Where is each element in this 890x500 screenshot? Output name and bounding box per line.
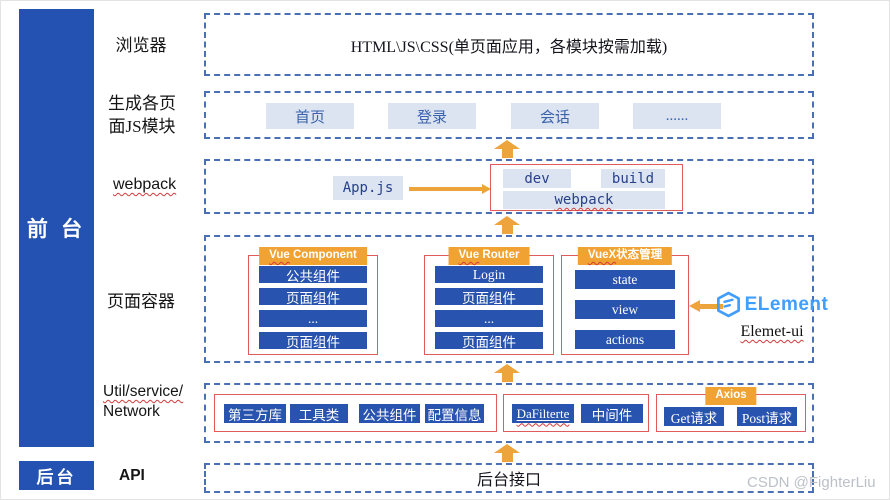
vuex-group: VueX状态管理 state view actions — [561, 247, 689, 355]
component-chip: 公共组件 — [259, 266, 367, 284]
vuex-chip: state — [575, 270, 675, 289]
webpack-chip: webpack — [503, 191, 665, 209]
modules-row-label: 生成各页 面JS模块 — [97, 93, 187, 139]
component-chip: 页面组件 — [259, 288, 367, 306]
vue-component-tab-rest: Component — [289, 249, 357, 261]
element-logo-icon — [716, 291, 740, 318]
vue-component-group: Vue Component 公共组件 页面组件 ... 页面组件 — [248, 247, 378, 355]
webpack-chip-text: webpack — [554, 192, 614, 208]
module-chip-home: 首页 — [266, 103, 354, 129]
vue-component-tab: Vue Component — [259, 247, 367, 265]
router-chip: 页面组件 — [435, 332, 543, 350]
post-request-chip: Post请求 — [737, 407, 797, 426]
watermark: CSDN @FighterLiu — [747, 474, 876, 491]
router-chip: Login — [435, 266, 543, 283]
dafilterte-chip: DaFilterte — [512, 404, 574, 423]
backend-api-row: 后台接口 — [204, 463, 814, 493]
third-party-chip: 第三方库 — [224, 404, 286, 423]
vue-router-tab: Vue Router — [448, 247, 530, 265]
module-chip-session: 会话 — [511, 103, 599, 129]
tools-chip: 工具类 — [290, 404, 348, 423]
util-row-label-line1: Util/service/ — [103, 383, 184, 400]
vue-router-group: Vue Router Login 页面组件 ... 页面组件 — [424, 247, 554, 355]
vuex-tab-rest: 状态管理 — [616, 249, 663, 261]
module-chip-login: 登录 — [388, 103, 476, 129]
container-to-webpack-arrow — [494, 216, 520, 234]
build-chip: build — [601, 169, 665, 188]
dafilterte-chip-text: DaFilterte — [516, 405, 570, 421]
middleware-chip: 中间件 — [581, 404, 643, 423]
page-container-row: Vue Component 公共组件 页面组件 ... 页面组件 Vue Rou… — [204, 235, 828, 363]
vuex-tab-mark: VueX — [587, 249, 617, 261]
vuex-tab: VueX状态管理 — [577, 247, 673, 265]
util-row-label-line2: Network — [103, 403, 160, 421]
api-to-util-arrow — [494, 444, 520, 462]
webpack-row-label: webpack — [113, 176, 177, 193]
js-modules-row: 首页 登录 会话 ...... — [204, 91, 814, 139]
util-row-label: Util/service/ Network — [103, 382, 183, 422]
api-row-label: API — [119, 467, 145, 484]
common-comp-chip: 公共组件 — [359, 404, 420, 423]
vue-router-tab-rest: Router — [479, 249, 520, 261]
config-chip: 配置信息 — [425, 404, 484, 423]
vue-router-tab-mark: Vue — [458, 249, 480, 261]
dev-chip: dev — [503, 169, 571, 188]
filter-group: DaFilterte 中间件 — [503, 394, 649, 432]
axios-group: Axios Get请求 Post请求 — [656, 387, 806, 432]
vuex-chip: view — [575, 300, 675, 319]
webpack-to-modules-arrow — [494, 140, 520, 158]
util-to-container-arrow — [494, 364, 520, 382]
get-request-chip: Get请求 — [664, 407, 724, 426]
util-service-row: 第三方库 工具类 公共组件 配置信息 DaFilterte 中间件 Axios … — [204, 383, 814, 443]
modules-row-label-line2: 面JS模块 — [108, 116, 176, 136]
element-ui-block: ELement Elemet-ui — [716, 291, 828, 341]
modules-row-label-line1: 生成各页 — [108, 94, 176, 113]
dafilterte-chip-wrap: DaFilterte — [517, 406, 570, 422]
axios-tab: Axios — [705, 387, 757, 405]
frontend-sidebar: 前 台 — [19, 9, 94, 447]
util-group: 第三方库 工具类 公共组件 配置信息 — [214, 394, 497, 432]
browser-row: HTML\JS\CSS(单页面应用，各模块按需加载) — [204, 13, 814, 76]
backend-sidebar: 后台 — [19, 461, 94, 490]
element-logo-text: ELement — [744, 293, 829, 315]
element-ui-caption: Elemet-ui — [740, 323, 804, 340]
container-row-label: 页面容器 — [107, 292, 175, 311]
component-chip: ... — [259, 310, 367, 327]
router-chip: ... — [435, 310, 543, 327]
vuex-chip: actions — [575, 330, 675, 349]
webpack-row: App.js dev build webpack — [204, 159, 814, 214]
element-to-vuex-arrow — [689, 300, 723, 312]
router-chip: 页面组件 — [435, 288, 543, 306]
component-chip: 页面组件 — [259, 332, 367, 350]
browser-row-title: HTML\JS\CSS(单页面应用，各模块按需加载) — [350, 38, 668, 56]
webpack-group: dev build webpack — [490, 164, 683, 211]
backend-api-title: 后台接口 — [476, 472, 541, 489]
browser-row-label: 浏览器 — [115, 36, 167, 55]
appjs-to-webpack-arrow — [409, 184, 491, 194]
appjs-chip: App.js — [333, 176, 403, 200]
vue-component-tab-mark: Vue — [269, 249, 290, 261]
module-chip-more: ...... — [633, 103, 721, 129]
